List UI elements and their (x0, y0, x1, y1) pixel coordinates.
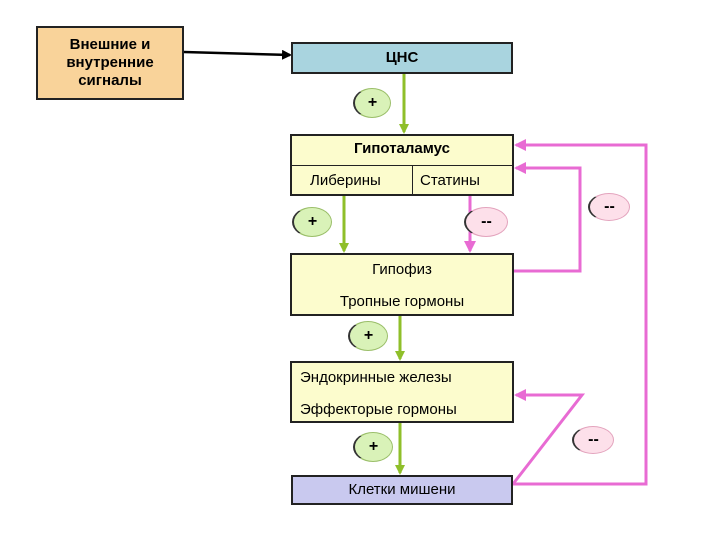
signals-line-3: сигналы (78, 72, 142, 89)
signals-line-1: Внешние и (69, 36, 151, 53)
feedback-pituitary-to-hypothalamus (513, 162, 582, 273)
plus-sign-tropic: + (348, 321, 388, 351)
minus-sign-target-feedback: -- (572, 426, 614, 454)
cns-label: ЦНС (385, 49, 419, 66)
target-cells-label: Клетки мишени (348, 481, 456, 498)
pituitary-label: Гипофиз (372, 261, 432, 278)
plus-sign-liberins: + (292, 207, 332, 237)
arrow-signals-to-cns (183, 49, 292, 60)
plus-sign-effector: + (353, 432, 393, 462)
signals-box: Внешние и внутренние сигналы (36, 26, 184, 100)
minus-sign-pituitary-feedback: -- (588, 193, 630, 221)
target-cells-box: Клетки мишени (291, 475, 513, 505)
endocrine-glands-label: Эндокринные железы (300, 369, 452, 386)
tropic-hormones-label: Тропные гормоны (339, 293, 465, 310)
hypothalamus-box: Гипоталамус Либерины Статины (290, 134, 514, 196)
signals-line-2: внутренние (66, 54, 154, 71)
pituitary-box: Гипофиз Тропные гормоны (290, 253, 514, 316)
feedback-targets-to-glands (511, 389, 586, 485)
hypothalamus-title: Гипоталамус (354, 140, 450, 157)
statins-label: Статины (420, 172, 480, 189)
liberins-label: Либерины (310, 172, 381, 189)
cns-box: ЦНС (291, 42, 513, 74)
plus-sign-cns: + (353, 88, 391, 118)
hypothalamus-divider-v (412, 165, 413, 194)
endocrine-glands-box: Эндокринные железы Эффекторые гормоны (290, 361, 514, 423)
effector-hormones-label: Эффекторые гормоны (300, 401, 457, 418)
hypothalamus-divider-h (292, 165, 512, 166)
feedback-targets-to-hypothalamus (513, 139, 648, 486)
minus-sign-statins: -- (464, 207, 508, 237)
